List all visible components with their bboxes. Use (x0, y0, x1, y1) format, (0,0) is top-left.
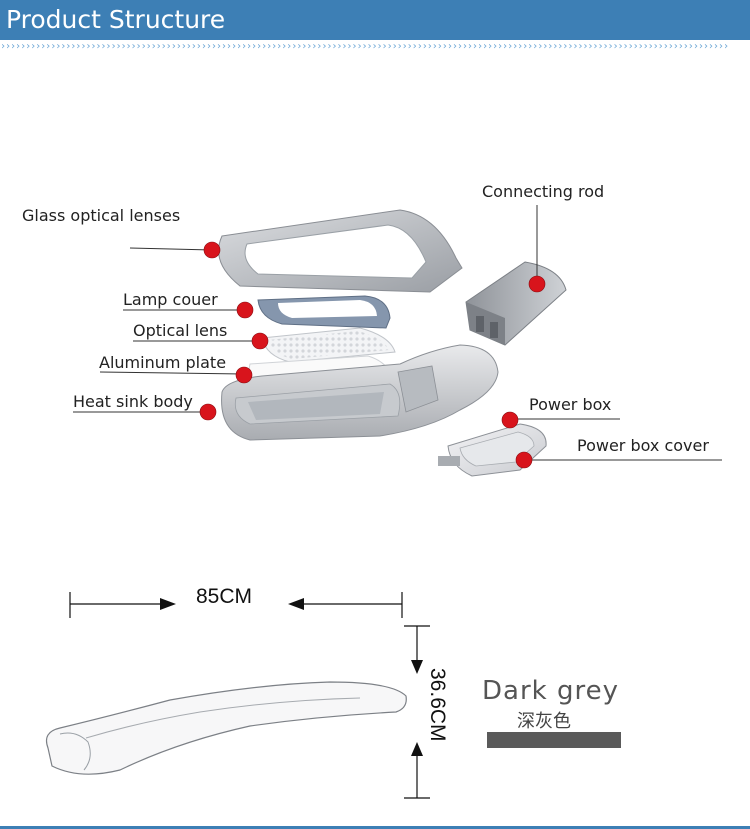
marker-aluminum-plate (235, 366, 253, 384)
label-connecting-rod: Connecting rod (482, 182, 605, 201)
height-dimension-lines (404, 625, 430, 799)
lamp-side-profile (45, 681, 407, 775)
height-arrowheads (411, 660, 423, 756)
marker-power-box (501, 411, 519, 429)
marker-power-box-cover (515, 451, 533, 469)
header-bar: Product Structure (0, 0, 750, 40)
color-name: Dark grey (482, 676, 619, 706)
optical-lens-part (261, 327, 396, 363)
power-box-cover-part (438, 423, 547, 477)
decorative-chevron-border: ››››››››››››››››››››››››››››››››››››››››… (0, 41, 729, 52)
label-power-box-cover: Power box cover (577, 436, 709, 455)
label-lamp-cover: Lamp couer (123, 290, 218, 309)
label-power-box: Power box (529, 395, 612, 414)
red-markers (199, 241, 546, 469)
marker-glass-optical-lenses (203, 241, 221, 259)
marker-heat-sink-body (199, 403, 217, 421)
marker-optical-lens (251, 332, 269, 350)
length-arrowheads (160, 598, 304, 610)
marker-connecting-rod (528, 275, 546, 293)
length-dimension-lines (69, 592, 403, 618)
heat-sink-body-part (221, 344, 499, 441)
marker-lamp-cover (236, 301, 254, 319)
footer-divider (0, 826, 750, 829)
length-dimension-label: 85CM (196, 585, 253, 608)
height-dimension-label: 36.6CM (426, 668, 449, 742)
label-glass-optical-lenses: Glass optical lenses (22, 206, 181, 225)
lamp-cover-part (257, 295, 391, 329)
label-aluminum-plate: Aluminum plate (99, 353, 227, 372)
label-optical-lens: Optical lens (133, 321, 228, 340)
page-title: Product Structure (6, 5, 226, 34)
color-swatch (487, 732, 621, 748)
connecting-rod-part (465, 261, 567, 346)
color-name-cn: 深灰色 (517, 711, 571, 732)
glass-frame-part (218, 209, 463, 293)
leader-lines (73, 205, 722, 461)
label-heat-sink-body: Heat sink body (73, 392, 193, 411)
